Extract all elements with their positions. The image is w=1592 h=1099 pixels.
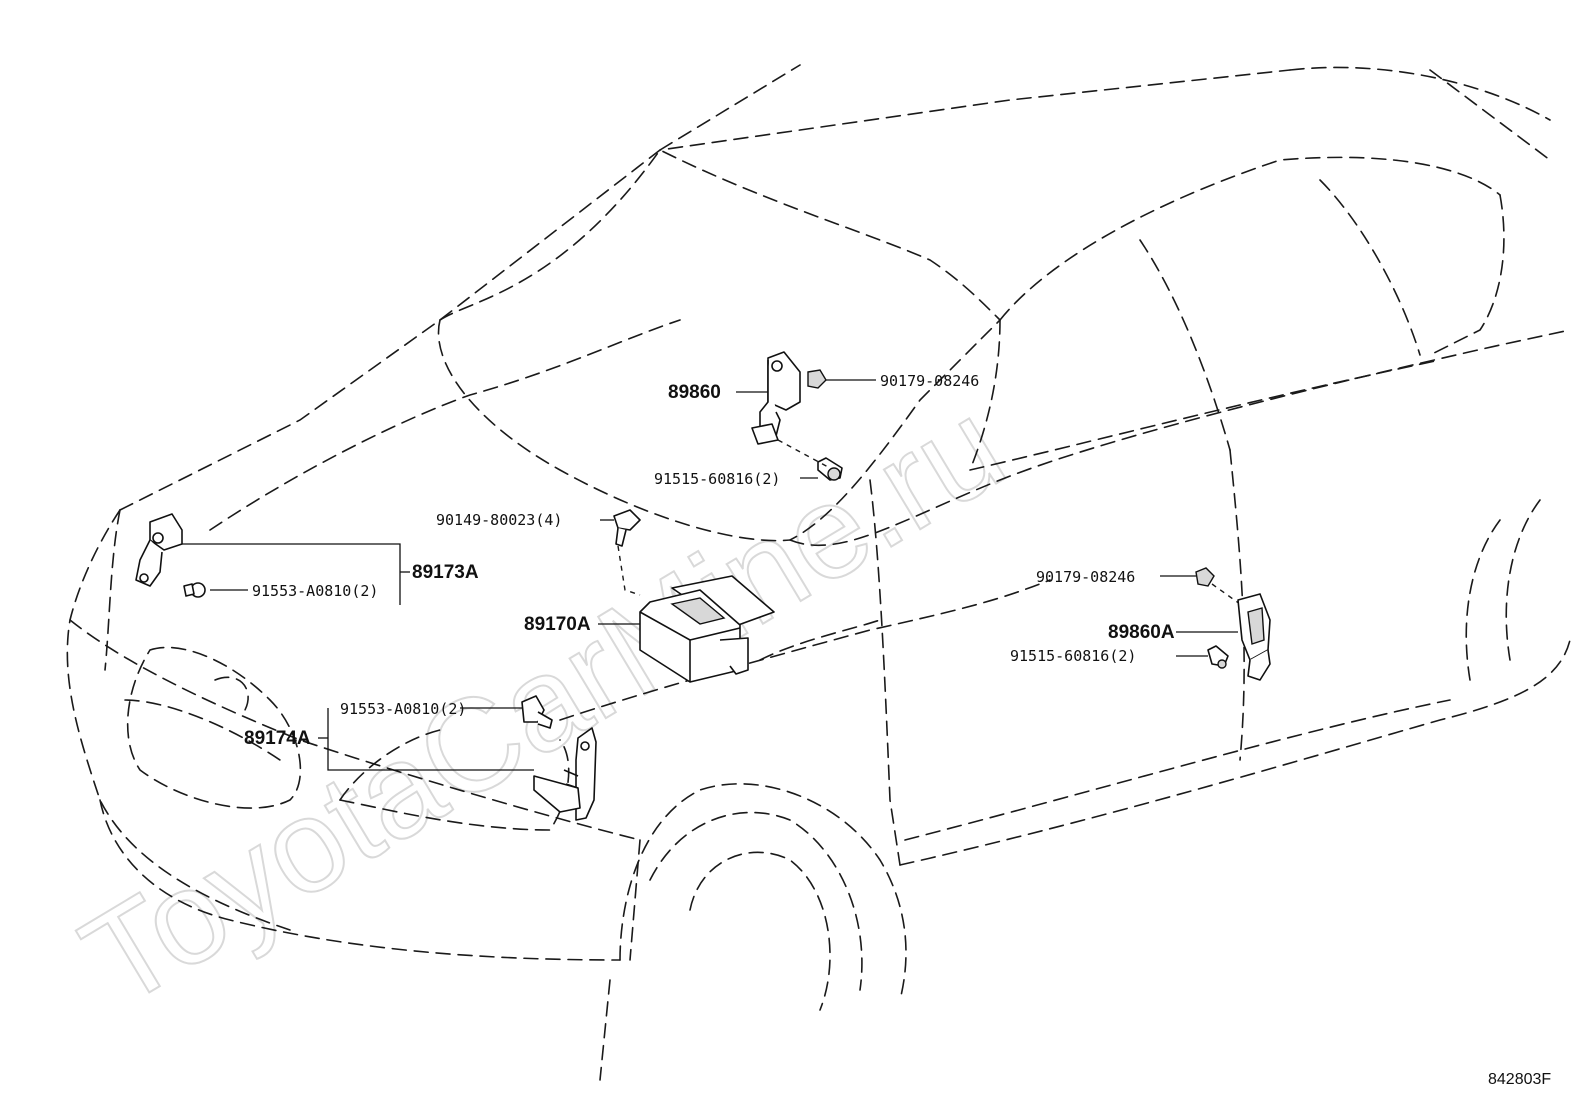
nut-90179-right (1195, 567, 1215, 587)
label-91553-bottom: 91553-A0810(2) (340, 700, 466, 718)
label-91515-right: 91515-60816(2) (1010, 647, 1136, 665)
ecu-89170A (639, 575, 775, 683)
diagram-code: 842803F (1488, 1071, 1551, 1088)
label-91553-top: 91553-A0810(2) (252, 582, 378, 600)
bolt-91515-top (817, 457, 843, 481)
label-90179-right: 90179-08246 (1036, 568, 1135, 586)
leader-lines (182, 379, 1238, 771)
watermark: ToyotaCarMine.ru (59, 371, 1028, 1034)
label-89173A: 89173A (412, 562, 479, 583)
car-outline (66, 64, 1571, 1081)
label-89860A: 89860A (1108, 622, 1175, 643)
label-89170A: 89170A (524, 614, 591, 635)
label-90179-top: 90179-08246 (880, 372, 979, 390)
label-89860: 89860 (668, 382, 721, 403)
bolt-91553-bottom (521, 695, 553, 729)
label-90149: 90149-80023(4) (436, 511, 562, 529)
clip-90149 (613, 509, 641, 547)
label-89174A: 89174A (244, 728, 311, 749)
sensor-89173A (135, 513, 183, 587)
sensor-89860A (1237, 593, 1271, 681)
bolt-91515-right (1207, 645, 1229, 669)
bracket-89174A (533, 727, 597, 821)
label-91515-top: 91515-60816(2) (654, 470, 780, 488)
nut-90179-top (807, 369, 827, 389)
bolt-91553-top (183, 582, 206, 598)
sensor-89860 (751, 351, 801, 445)
